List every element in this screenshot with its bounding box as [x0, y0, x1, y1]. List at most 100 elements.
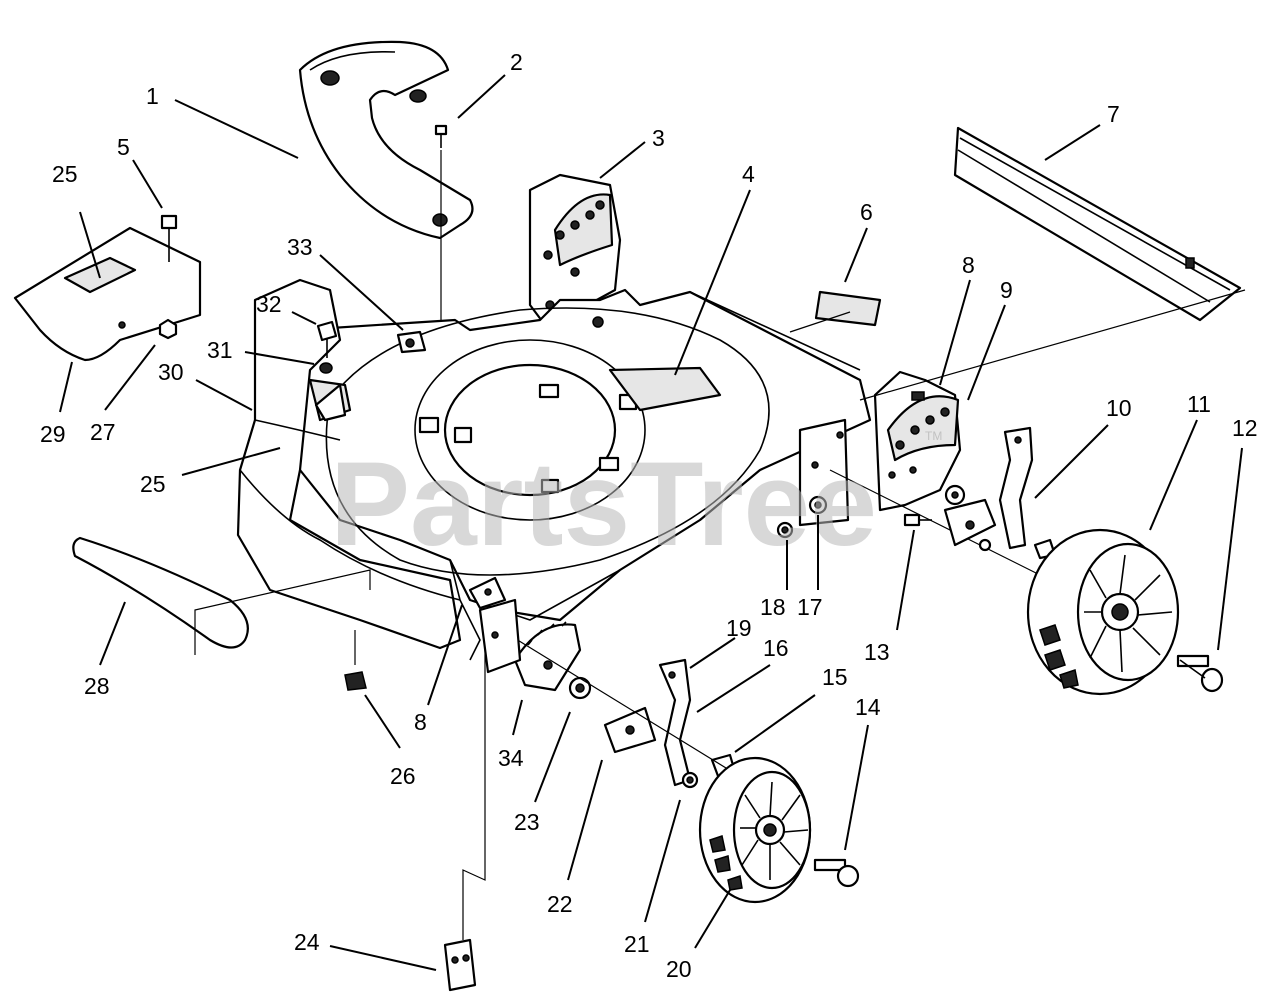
leader-8a [939, 279, 971, 386]
callout-18: 18 [760, 594, 786, 620]
callout-4: 4 [742, 161, 755, 187]
leader-13 [896, 529, 915, 631]
leader-16 [696, 664, 771, 713]
part-mower-deck[interactable] [288, 288, 872, 661]
part-right-axle-hardware[interactable] [903, 484, 966, 527]
leader-26 [364, 694, 401, 749]
callout-27: 27 [90, 419, 116, 445]
callout-20: 20 [666, 956, 692, 982]
leader-33 [319, 254, 404, 331]
assembly-line-axle-front [484, 619, 771, 796]
part-front-mount-slot[interactable] [468, 576, 522, 674]
callout-10: 10 [1106, 395, 1132, 421]
part-rear-wheel-bolt[interactable] [1176, 654, 1224, 693]
leader-4 [674, 189, 751, 376]
part-washer-31[interactable] [319, 362, 333, 374]
callout-14: 14 [855, 694, 881, 720]
leader-32 [291, 311, 317, 325]
callout-8a: 8 [962, 252, 975, 278]
watermark-trademark: TM [925, 429, 942, 443]
assembly-line-28 [194, 569, 371, 655]
callout-3: 3 [652, 125, 665, 151]
callout-8b: 8 [414, 709, 427, 735]
part-front-wheel[interactable] [698, 756, 812, 904]
part-baffle[interactable] [298, 40, 474, 240]
part-washer-21[interactable] [681, 771, 699, 789]
callout-24: 24 [294, 929, 320, 955]
callout-16: 16 [763, 635, 789, 661]
part-nut-17[interactable] [808, 495, 828, 515]
part-wheel-bracket-front[interactable] [603, 658, 692, 787]
part-nut-18[interactable] [776, 521, 794, 539]
callout-32: 32 [256, 291, 282, 317]
callout-9: 9 [1000, 277, 1013, 303]
leader-21 [644, 799, 681, 923]
leader-1 [174, 99, 299, 159]
leader-23 [534, 711, 571, 803]
part-screw-32[interactable] [316, 320, 338, 358]
callout-25b: 25 [140, 471, 166, 497]
leader-19 [689, 637, 736, 669]
callout-6: 6 [860, 199, 873, 225]
leader-3 [599, 141, 646, 179]
leader-31 [244, 351, 315, 365]
leader-28 [99, 601, 126, 666]
leader-25b [181, 447, 281, 476]
callout-28: 28 [84, 673, 110, 699]
part-front-wheel-bolt[interactable] [813, 858, 860, 888]
part-front-flap[interactable] [72, 536, 249, 649]
leader-9 [967, 304, 1006, 401]
callout-5: 5 [117, 134, 130, 160]
part-rear-trim[interactable] [953, 126, 1242, 322]
leader-22 [567, 759, 603, 881]
callout-25a: 25 [52, 161, 78, 187]
leader-lines [59, 74, 1243, 971]
callout-23: 23 [514, 809, 540, 835]
part-height-adjuster-left[interactable] [528, 173, 622, 327]
part-block-26[interactable] [344, 671, 367, 691]
leader-2 [457, 74, 506, 119]
leader-15 [734, 694, 816, 753]
part-bolt-2[interactable] [434, 124, 448, 148]
callout-26: 26 [390, 763, 416, 789]
leader-8b [427, 604, 463, 706]
part-rear-flap[interactable] [13, 226, 202, 362]
leader-34 [512, 699, 523, 736]
part-height-adjuster-right[interactable] [873, 370, 962, 512]
callout-34: 34 [498, 745, 524, 771]
callout-33: 33 [287, 234, 313, 260]
leader-10 [1034, 424, 1109, 499]
callout-15: 15 [822, 664, 848, 690]
callout-2: 2 [510, 49, 523, 75]
callout-30: 30 [158, 359, 184, 385]
leader-29 [59, 361, 73, 413]
callout-7: 7 [1107, 101, 1120, 127]
leader-5 [132, 159, 163, 209]
part-decal-label[interactable] [814, 290, 882, 327]
part-front-adjuster-gear[interactable] [513, 621, 582, 692]
leader-27 [104, 344, 156, 411]
leader-20 [694, 889, 731, 949]
callout-1: 1 [146, 83, 159, 109]
assembly-line-rear [859, 289, 1246, 401]
callout-13: 13 [864, 639, 890, 665]
part-rear-wheel[interactable] [1026, 528, 1180, 696]
leader-12 [1217, 447, 1243, 651]
assembly-line-6 [789, 311, 851, 333]
leader-11 [1149, 419, 1198, 531]
leader-30 [195, 379, 253, 411]
part-hinge-bracket-33[interactable] [314, 330, 427, 422]
callout-19: 19 [726, 615, 752, 641]
part-bolt-5[interactable] [160, 214, 178, 262]
leader-7 [1044, 124, 1101, 161]
callout-21: 21 [624, 931, 650, 957]
callout-17: 17 [797, 594, 823, 620]
leader-25a [79, 211, 101, 279]
part-washer-23[interactable] [568, 676, 592, 700]
callout-31: 31 [207, 337, 233, 363]
assembly-line-24 [462, 620, 486, 940]
callout-29: 29 [40, 421, 66, 447]
part-plate-24[interactable] [443, 938, 477, 992]
callout-12: 12 [1232, 415, 1258, 441]
